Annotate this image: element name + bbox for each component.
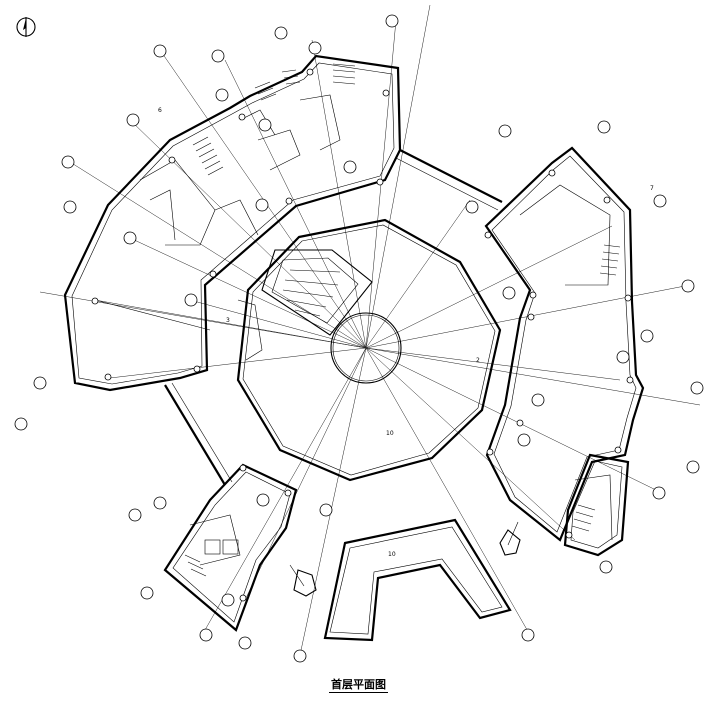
axis-label: 2 [476, 357, 480, 364]
axis-labels: 3 2 10 10 6 7 [158, 107, 654, 558]
column-markers [91, 68, 634, 602]
stair-symbols [184, 63, 621, 577]
drawing-title-text: 首层平面图 [329, 678, 388, 693]
axis-label: 10 [386, 430, 394, 437]
interior-partitions [94, 94, 613, 566]
radial-grid-lines [39, 4, 701, 656]
drawing-title: 首层平面图 [0, 676, 717, 693]
central-atrium [236, 218, 502, 482]
axis-label: 10 [388, 551, 396, 558]
grid-axis-bubbles [14, 14, 704, 663]
site-features [289, 521, 521, 597]
axis-label: 3 [226, 317, 230, 324]
north-arrow-icon [16, 17, 36, 37]
outer-walls [63, 54, 645, 642]
axis-label: 6 [158, 107, 162, 114]
axis-label: 7 [650, 185, 654, 192]
